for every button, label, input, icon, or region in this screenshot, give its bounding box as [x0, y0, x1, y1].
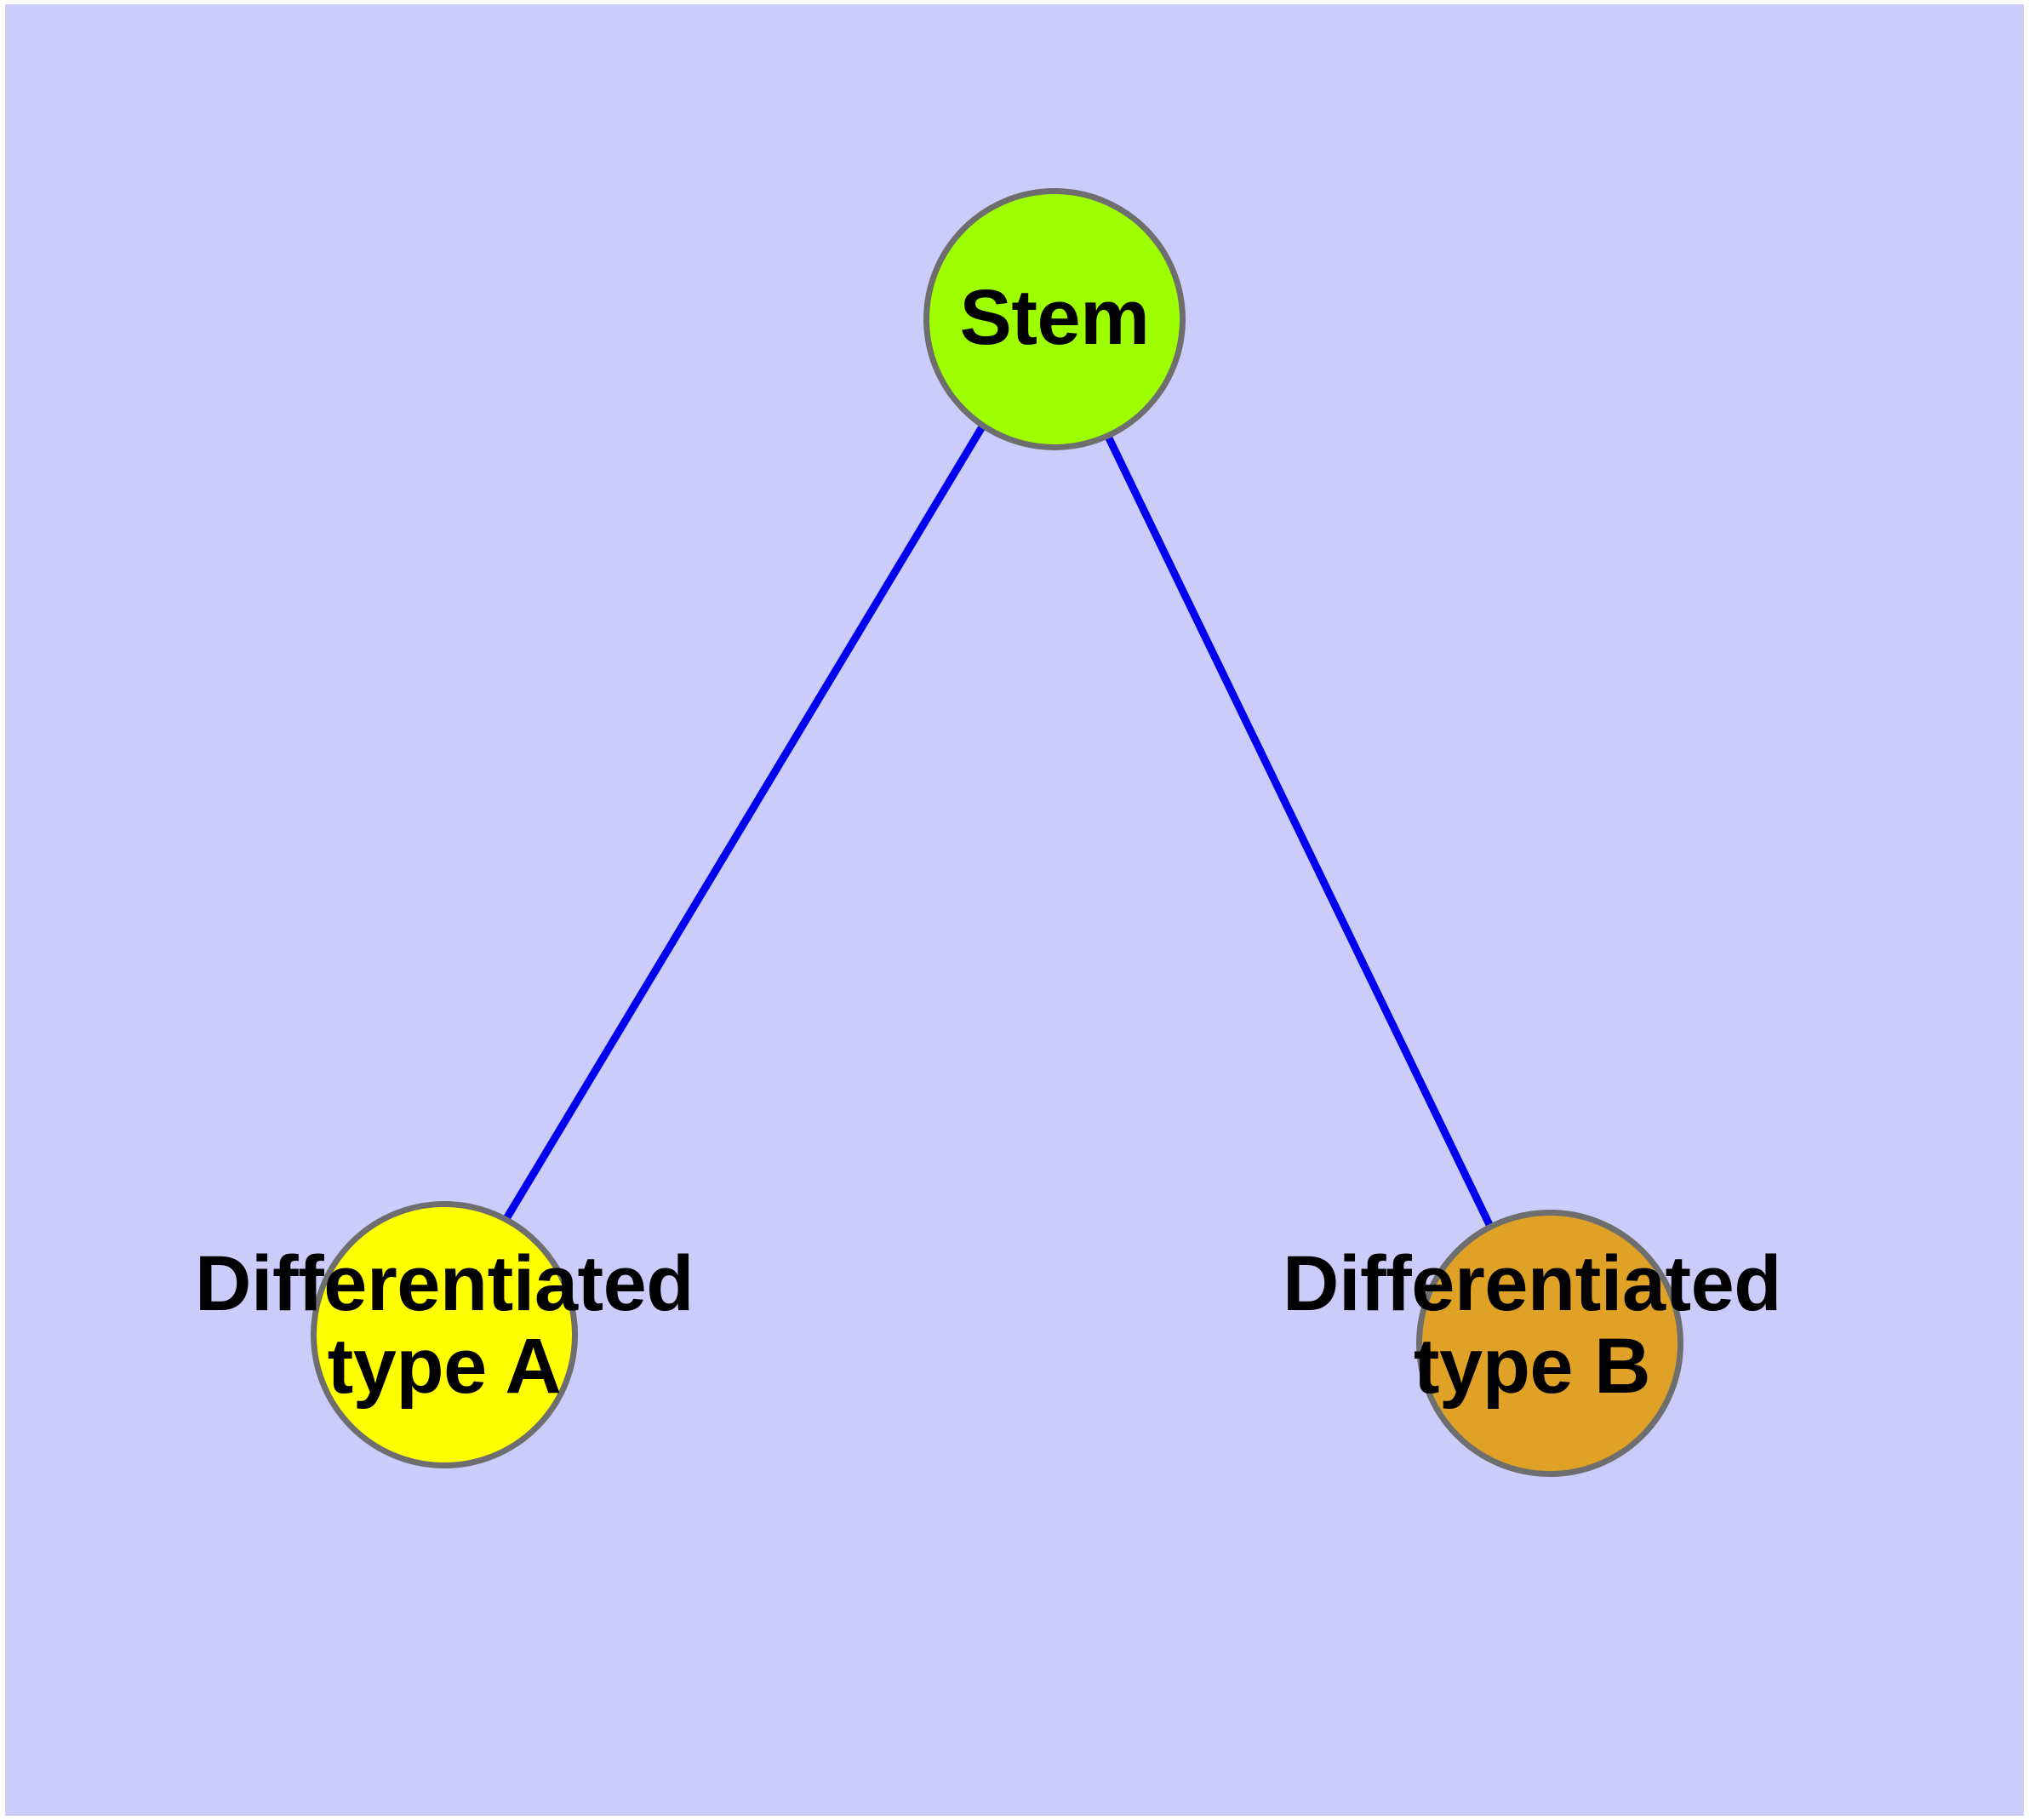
label-line-1: Differentiated: [195, 1240, 694, 1327]
edge-stem-to-diff-b: [1045, 313, 1549, 1341]
node-differentiated-type-a[interactable]: [311, 1201, 578, 1468]
node-label-stem: Stem: [959, 274, 1150, 361]
label-line-2: type B: [1413, 1322, 1651, 1410]
node-stem[interactable]: [923, 188, 1186, 450]
label-line-1: Differentiated: [1283, 1240, 1781, 1327]
label-line-2: type A: [327, 1322, 562, 1410]
edge-stem-to-diff-a: [436, 312, 1053, 1333]
node-differentiated-type-b[interactable]: [1416, 1210, 1683, 1477]
